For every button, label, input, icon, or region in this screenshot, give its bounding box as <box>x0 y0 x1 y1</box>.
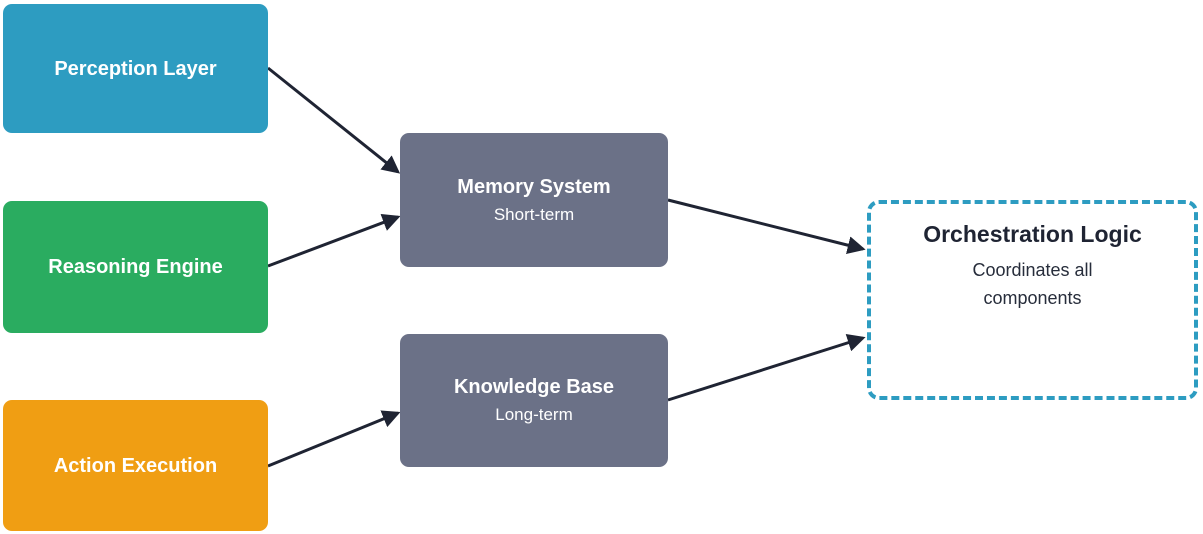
edge-perception-to-memory <box>267 66 401 174</box>
node-orchestration-logic-sublabel: Coordinates all components <box>972 259 1093 308</box>
node-orchestration-logic-label: Orchestration Logic <box>923 221 1142 247</box>
node-reasoning-engine[interactable]: Reasoning Engine <box>3 201 268 333</box>
edge-knowledge-to-orchestration <box>667 334 866 402</box>
node-action-execution[interactable]: Action Execution <box>3 400 268 531</box>
node-knowledge-base-sublabel: Long-term <box>495 405 573 425</box>
node-memory-system-sublabel: Short-term <box>493 204 575 224</box>
edge-memory-to-orchestration <box>667 198 866 254</box>
node-knowledge-base[interactable]: Knowledge Base Long-term <box>400 334 668 467</box>
edge-reasoning-to-memory <box>267 213 401 268</box>
node-memory-system-label: Memory System <box>457 175 611 198</box>
node-action-execution-label: Action Execution <box>53 454 218 477</box>
node-reasoning-engine-label: Reasoning Engine <box>48 256 223 278</box>
node-perception-layer-label: Perception Layer <box>54 57 217 80</box>
node-orchestration-logic[interactable]: Orchestration Logic Coordinates all comp… <box>867 200 1198 400</box>
node-perception-layer[interactable]: Perception Layer <box>3 4 268 133</box>
node-knowledge-base-label: Knowledge Base <box>453 376 615 399</box>
node-memory-system[interactable]: Memory System Short-term <box>400 133 668 267</box>
edge-action-to-knowledge <box>267 410 401 468</box>
